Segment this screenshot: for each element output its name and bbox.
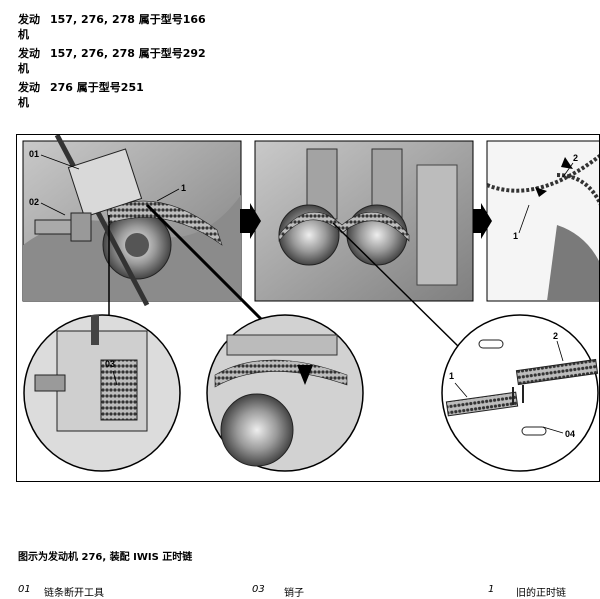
arrow-right-icon	[473, 203, 492, 239]
photo-tool-on-chain	[22, 135, 242, 307]
photo-engine-camshafts	[254, 140, 474, 302]
legend-number: 1	[488, 584, 495, 595]
model-row-label: 发动机	[18, 13, 40, 41]
callout-1-zoom: 1	[449, 371, 454, 381]
legend-number: 01	[18, 584, 31, 595]
callout-02: 02	[29, 197, 39, 207]
photo-chain-routing	[486, 140, 599, 302]
legend-text: 销子	[284, 588, 304, 599]
zoom-chain-sprocket	[206, 314, 364, 472]
callout-2-top: 2	[573, 153, 578, 163]
legend-number: 03	[252, 584, 265, 595]
callout-2-zoom: 2	[553, 331, 558, 341]
legend-text: 链条断开工具	[44, 588, 104, 599]
callout-01: 01	[29, 149, 39, 159]
zoom-chain-links	[441, 314, 599, 472]
callout-1-right: 1	[513, 231, 518, 241]
model-row-value: 157, 276, 278 属于型号166	[50, 13, 206, 26]
callout-1-top: 1	[181, 183, 186, 193]
arrow-right-icon	[240, 203, 261, 239]
model-row-label: 发动机	[18, 81, 40, 109]
callout-04: 04	[565, 429, 575, 439]
assembly-illustration: 01 02 1 03 2 1 1 2 04	[16, 134, 600, 482]
legend-text: 旧的正时链	[516, 588, 566, 599]
model-row-label: 发动机	[18, 47, 40, 75]
arrow-down-icon	[297, 365, 313, 385]
figure-caption: 图示为发动机 276, 装配 IWIS 正时链	[18, 552, 193, 563]
model-row-value: 276 属于型号251	[50, 81, 144, 94]
model-row-value: 157, 276, 278 属于型号292	[50, 47, 206, 60]
callout-03: 03	[105, 359, 115, 369]
illustration-svg: 01 02 1 03 2 1 1 2 04	[22, 135, 599, 472]
zoom-tool-pin	[23, 314, 181, 472]
